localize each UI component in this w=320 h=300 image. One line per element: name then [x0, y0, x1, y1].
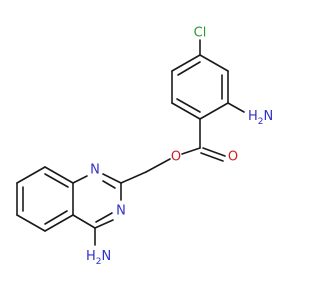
- bonds: [16, 39, 245, 246]
- double-bond-inner: [44, 210, 68, 225]
- amino-group-benzoate: H2N: [248, 109, 273, 127]
- amino-hydrogen-count: 2: [96, 257, 102, 267]
- bond: [94, 219, 114, 229]
- bond: [102, 173, 122, 184]
- bond: [181, 147, 201, 155]
- amino-nitrogen: N: [264, 109, 274, 124]
- double-bond-inner: [200, 152, 224, 162]
- bond: [227, 102, 245, 113]
- ester-oxygen-atom: O: [171, 150, 181, 165]
- amino-nitrogen: N: [102, 249, 112, 264]
- chlorine-atom: Cl: [194, 26, 207, 41]
- bond: [16, 214, 46, 232]
- bond: [145, 158, 171, 173]
- bond: [44, 166, 74, 184]
- amino-hydrogen: H: [248, 109, 258, 124]
- amino-group-quinazoline: H2N: [86, 249, 111, 267]
- double-bond-inner: [44, 173, 69, 188]
- bond: [44, 214, 74, 232]
- amino-hydrogen: H: [86, 249, 96, 264]
- double-bond-inner: [95, 212, 113, 223]
- bond: [72, 175, 88, 184]
- bond: [120, 171, 147, 184]
- bond: [199, 102, 229, 120]
- ring-nitrogen-1: N: [90, 163, 100, 178]
- double-bond-inner: [176, 98, 201, 113]
- double-bond-inner: [102, 180, 116, 189]
- amino-hydrogen-count: 2: [258, 117, 264, 127]
- bond: [16, 166, 46, 184]
- carbonyl-oxygen-atom: O: [228, 150, 238, 165]
- atom-labels: Cl H2N O O N N H2N: [86, 26, 273, 268]
- bond: [171, 54, 201, 72]
- bond: [171, 102, 201, 120]
- double-bond-inner: [177, 61, 201, 76]
- bond: [72, 214, 96, 229]
- bond: [202, 147, 226, 157]
- ring-nitrogen-3: N: [116, 204, 126, 219]
- bond: [199, 54, 229, 72]
- molecule-structure: Cl H2N O O N N H2N: [16, 26, 273, 268]
